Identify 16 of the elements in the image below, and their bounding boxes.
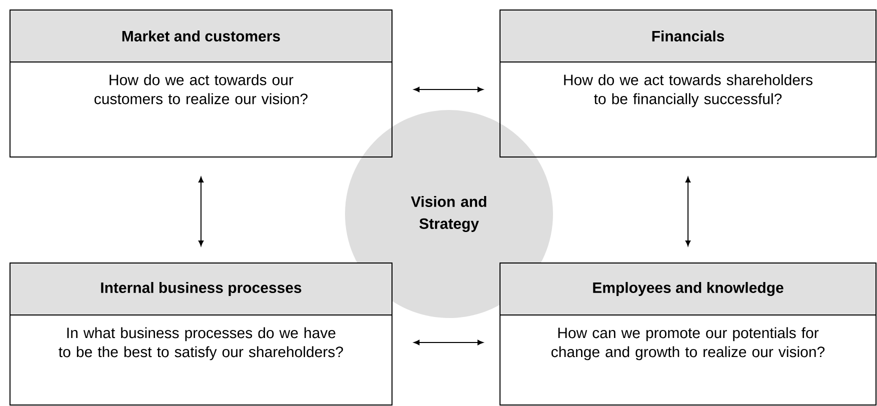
double-arrow (414, 340, 484, 346)
box-heading: Financials (652, 30, 724, 42)
perspective-box (10, 262, 392, 406)
box-question: How do we act towards our customers to realize our vision? (94, 74, 308, 104)
box-question: How can we promote our potentials for change and growth to realize our vision? (551, 327, 825, 360)
perspective-box (500, 262, 876, 406)
perspective-box (500, 10, 876, 158)
box-question: How do we act towards shareholders to be financially successful? (564, 74, 812, 108)
box-question: In what business processes do we have to be the best to satisfy our shareholders? (58, 327, 343, 360)
double-arrow (414, 86, 484, 92)
box-heading: Market and customers (122, 30, 280, 42)
box-heading: Internal business processes (101, 282, 302, 296)
perspective-box (10, 10, 392, 158)
double-arrow (685, 176, 691, 246)
double-arrow (198, 176, 204, 246)
box-heading: Employees and knowledge (593, 282, 784, 296)
